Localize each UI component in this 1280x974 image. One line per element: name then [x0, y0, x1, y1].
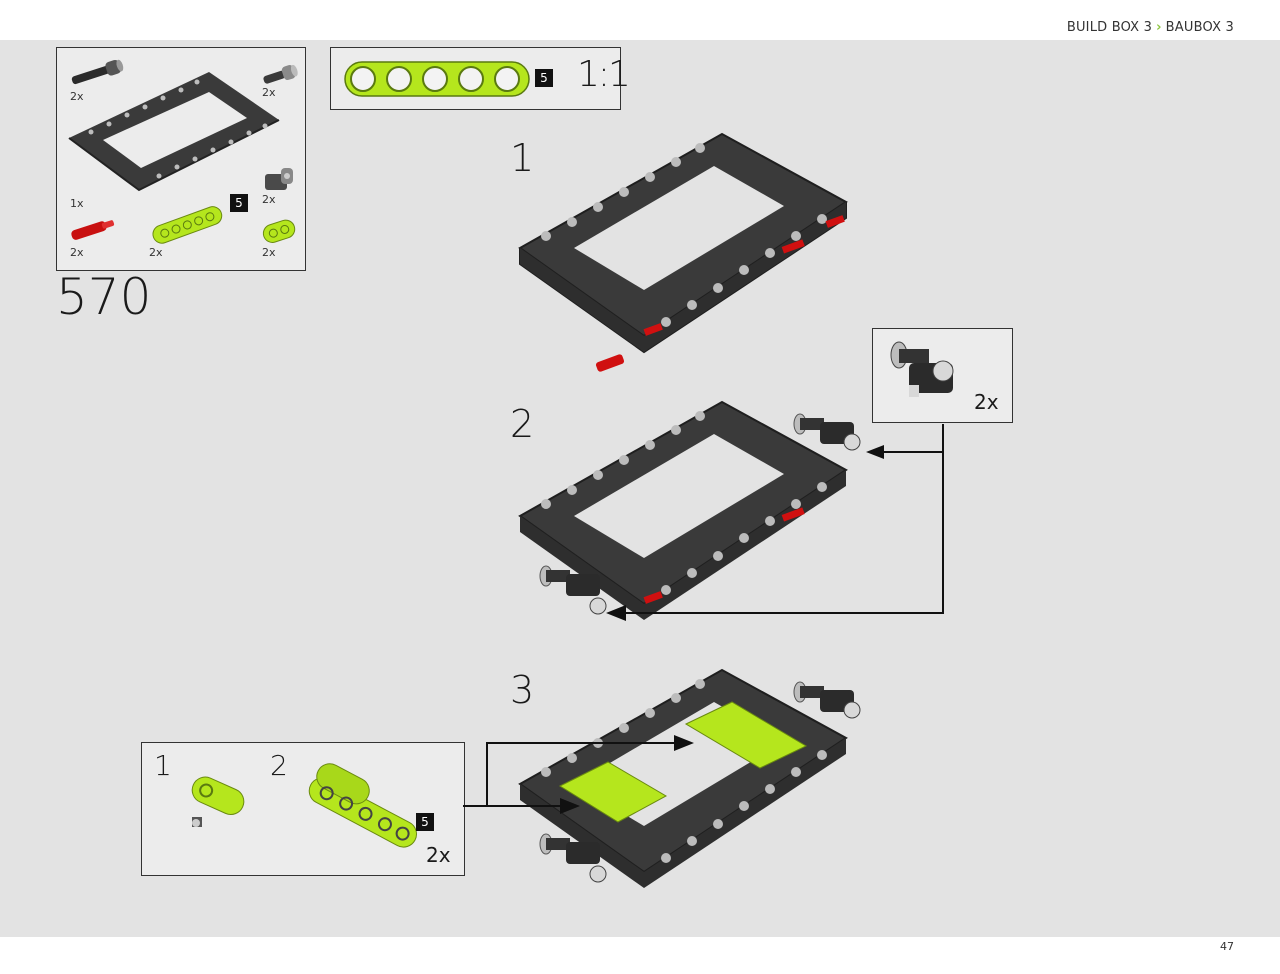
- breadcrumb-item-baubox: BAUBOX 3: [1165, 20, 1234, 35]
- black-axle-pin-icon: [71, 59, 124, 85]
- qty-black-axle-pin: 2x: [70, 90, 84, 103]
- part-length-badge: 5: [230, 194, 248, 212]
- substep-2-label: 2: [510, 402, 535, 446]
- step-number: 570: [56, 268, 152, 326]
- callout-qty: 2x: [426, 843, 451, 867]
- qty-red-axle-pin: 2x: [70, 246, 84, 259]
- qty-gray-connector: 2x: [262, 193, 276, 206]
- page-header: BUILD BOX 3 › BAUBOX 3: [0, 0, 1280, 40]
- chevron-right-icon: ›: [1156, 20, 1162, 35]
- substep-1-frame-icon: [518, 132, 848, 372]
- substep-3-frame-icon: [518, 668, 861, 888]
- substep-1-label: 1: [510, 136, 535, 180]
- page-number: 47: [1220, 940, 1234, 953]
- callout-step-2-label: 2: [270, 749, 288, 782]
- substep-3-label: 3: [510, 668, 535, 712]
- scale-callout-box: 5 1:1: [330, 47, 631, 110]
- black-frame-icon: [68, 72, 280, 192]
- parts-list-box: 2x 2x 2x 1x 5: [56, 47, 306, 271]
- lime-beam-5-icon: [152, 206, 223, 244]
- callout-length-badge: 5: [416, 813, 434, 831]
- instruction-canvas: 2x 2x 2x 1x 5: [0, 40, 1280, 937]
- substep-2-arrows: [606, 424, 944, 621]
- breadcrumb-item-build-box: BUILD BOX 3: [1066, 20, 1153, 35]
- substep-2-callout-box: 2x: [872, 328, 1013, 423]
- qty-lime-beam-5: 2x: [149, 246, 163, 259]
- scale-label: 1:1: [577, 54, 631, 95]
- substep-2-callout-qty: 2x: [974, 390, 999, 414]
- callout-lime-beam-2-icon: [191, 776, 245, 827]
- callout-step-1-label: 1: [154, 749, 172, 782]
- qty-black-frame: 1x: [70, 197, 84, 210]
- lime-beam-1to1-icon: [344, 61, 530, 97]
- qty-gray-axle-pin: 2x: [262, 86, 276, 99]
- callout-lime-beam-5-icon: [308, 763, 417, 848]
- qty-lime-beam-2: 2x: [262, 246, 276, 259]
- red-axle-pin-icon: [71, 220, 115, 240]
- scale-length-badge: 5: [535, 69, 553, 87]
- page-footer: 47: [0, 937, 1280, 974]
- breadcrumb: BUILD BOX 3 › BAUBOX 3: [1067, 20, 1234, 35]
- gray-connector-callout-icon: [890, 341, 954, 397]
- substep-3-arrows: [463, 735, 694, 814]
- substep-3-callout-box: 1 2 5 2x: [141, 742, 465, 876]
- gray-axle-pin-icon: [263, 64, 298, 84]
- gray-connector-icon: [265, 168, 293, 190]
- substep-2-frame-icon: [518, 400, 861, 620]
- lime-beam-2-icon: [262, 219, 296, 243]
